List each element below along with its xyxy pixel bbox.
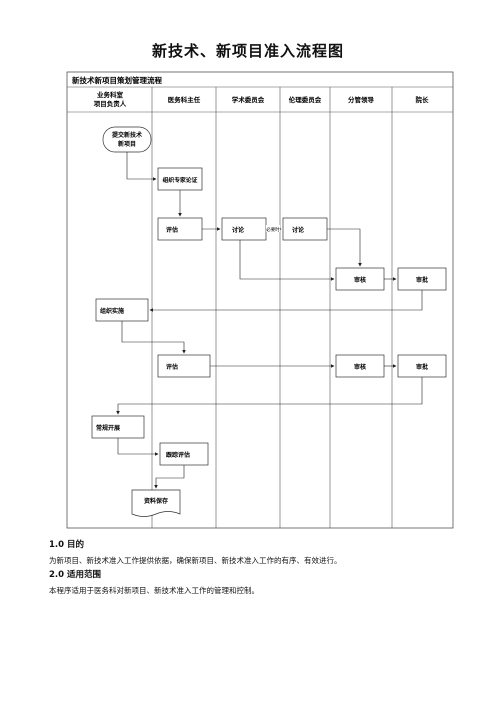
node-approve-2: 审批 [397,354,447,378]
node-expert: 组织专家论证 [157,167,203,191]
svg-text:跟踪评估: 跟踪评估 [166,451,190,459]
lane-header-dept-line1: 业务科室 [97,90,124,99]
svg-text:审批: 审批 [416,276,428,284]
node-review-2: 审核 [335,354,385,378]
svg-text:审核: 审核 [354,363,366,371]
section-text-purpose: 为新项目、新技术准入工作提供依据，确保新项目、新技术准入工作的有序、有效进行。 [49,556,342,565]
lane-header-president: 院长 [416,95,430,104]
node-archive: 资料保存 [131,489,181,517]
node-discuss-ethics: 讨论 [282,217,328,241]
lane-header-dept-line2: 项目负责人 [94,99,127,108]
page-title: 新技术、新项目准入流程图 [151,42,344,60]
svg-text:评估: 评估 [166,363,178,371]
lane-header-ethics: 伦理委员会 [289,95,322,104]
section-heading-purpose: 1.0 目的 [49,540,85,550]
node-review-1: 审核 [335,267,385,291]
svg-text:资料保存: 资料保存 [144,497,168,505]
lane-header-leader: 分管领导 [348,95,375,104]
node-assess-2: 评估 [157,354,211,378]
svg-text:组织专家论证: 组织专家论证 [163,176,198,184]
svg-text:审核: 审核 [354,276,366,284]
edge-label-when-necessary: 必要时 [266,226,280,233]
lane-header-medical: 医务科主任 [168,95,201,104]
svg-text:讨论: 讨论 [232,226,245,234]
node-routine: 常规开展 [91,415,145,439]
node-discuss-academic: 讨论 [221,217,267,241]
svg-text:组织实施: 组织实施 [100,307,124,315]
section-heading-scope: 2.0 适用范围 [49,570,102,580]
node-implement: 组织实施 [95,298,149,322]
node-approve-1: 审批 [397,267,447,291]
svg-text:常规开展: 常规开展 [96,424,120,432]
node-track: 跟踪评估 [159,442,209,466]
node-assess-1: 评估 [157,217,203,241]
svg-text:评估: 评估 [166,226,178,234]
svg-text:审批: 审批 [416,363,428,371]
section-text-scope: 本程序适用于医务科对新项目、新技术准入工作的管理和控制。 [49,586,259,595]
svg-text:讨论: 讨论 [292,226,305,234]
node-start-line2: 新项目 [118,140,136,148]
flowchart-frame [66,71,454,529]
node-start: 提交新技术 新项目 [102,126,152,153]
node-start-line1: 提交新技术 [112,131,142,139]
flowchart-header: 新技术新项目策划管理流程 [72,75,162,85]
flow-edges [116,152,423,489]
lane-header-academic: 学术委员会 [232,95,265,104]
